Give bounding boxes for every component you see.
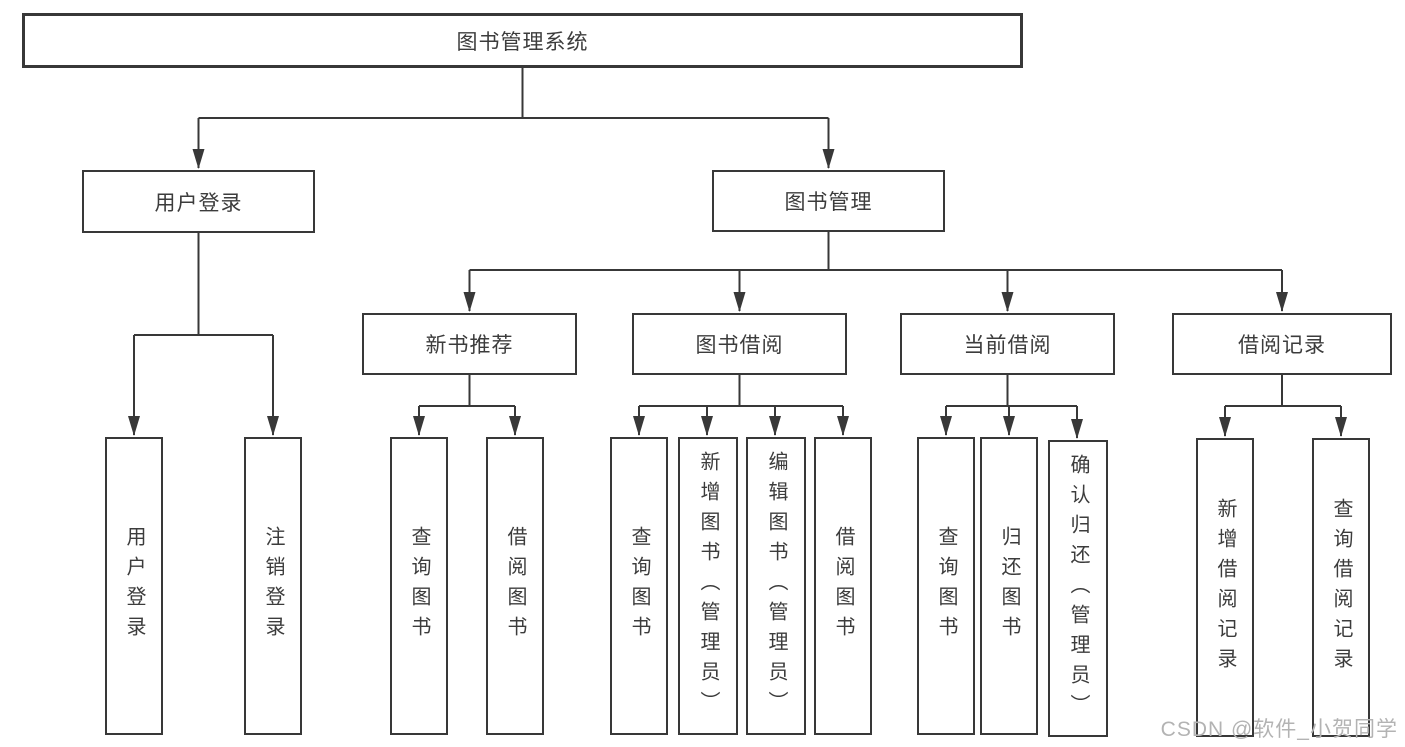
node-label: 新增借阅记录 [1214, 497, 1236, 678]
node-label: 图书管理系统 [456, 30, 589, 54]
node-label: 确认归还（管理员） [1067, 453, 1089, 724]
node-book-borrow: 图书借阅 [632, 313, 847, 375]
leaf-user-login: 用户登录 [105, 437, 163, 735]
leaf-edit-book-admin: 编辑图书（管理员） [746, 437, 806, 735]
node-label: 新增图书（管理员） [697, 451, 719, 721]
node-label: 新书推荐 [425, 334, 514, 357]
node-label: 图书借阅 [695, 334, 784, 357]
leaf-return-book: 归还图书 [980, 437, 1038, 735]
node-label: 用户登录 [123, 526, 145, 646]
node-label: 归还图书 [998, 526, 1020, 646]
leaf-query-books-current: 查询图书 [917, 437, 975, 735]
node-new-book-recommend: 新书推荐 [362, 313, 577, 375]
node-user-login: 用户登录 [82, 170, 315, 233]
leaf-query-books-borrow: 查询图书 [610, 437, 668, 735]
leaf-confirm-return-admin: 确认归还（管理员） [1048, 440, 1108, 737]
node-borrow-records: 借阅记录 [1172, 313, 1392, 375]
node-label: 查询图书 [935, 526, 957, 646]
node-label: 图书管理 [784, 191, 873, 214]
node-label: 借阅图书 [832, 526, 854, 646]
node-label: 查询借阅记录 [1330, 497, 1352, 678]
leaf-borrow-books-borrow: 借阅图书 [814, 437, 872, 735]
node-label: 注销登录 [262, 526, 284, 646]
leaf-add-book-admin: 新增图书（管理员） [678, 437, 738, 735]
node-root-library-system: 图书管理系统 [22, 13, 1023, 68]
leaf-add-borrow-record: 新增借阅记录 [1196, 438, 1254, 737]
node-label: 用户登录 [154, 191, 243, 215]
node-current-borrow: 当前借阅 [900, 313, 1115, 375]
node-label: 当前借阅 [963, 334, 1052, 357]
leaf-query-borrow-record: 查询借阅记录 [1312, 438, 1370, 737]
node-book-management: 图书管理 [712, 170, 945, 232]
node-label: 借阅图书 [504, 526, 526, 646]
node-label: 查询图书 [408, 526, 430, 646]
node-label: 查询图书 [628, 526, 650, 646]
leaf-borrow-books-recommend: 借阅图书 [486, 437, 544, 735]
csdn-watermark: CSDN @软件_小贺同学 [1160, 718, 1398, 741]
leaf-logout: 注销登录 [244, 437, 302, 735]
node-label: 借阅记录 [1238, 334, 1326, 357]
leaf-query-books-recommend: 查询图书 [390, 437, 448, 735]
node-label: 编辑图书（管理员） [765, 451, 787, 721]
